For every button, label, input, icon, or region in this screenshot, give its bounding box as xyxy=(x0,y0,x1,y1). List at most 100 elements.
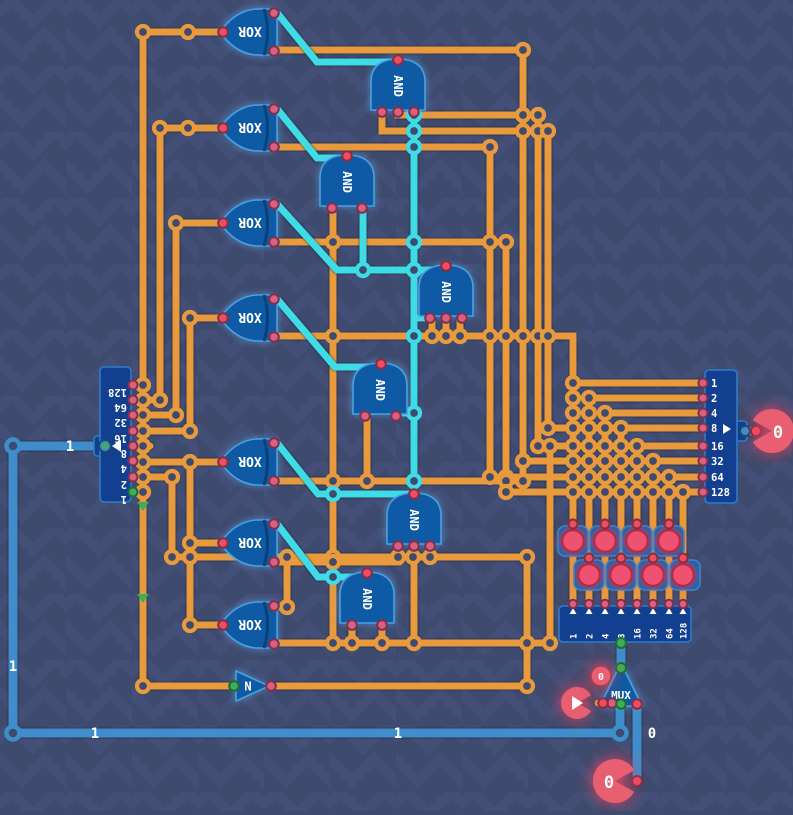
maker-bit-label: 16 xyxy=(634,628,644,639)
and-gate-6[interactable]: AND xyxy=(339,571,395,624)
maker-bit-label: 64 xyxy=(711,472,724,484)
bit-switch-1[interactable] xyxy=(557,525,589,557)
flow-arrow-icon xyxy=(137,502,149,511)
flow-arrow-icon xyxy=(137,594,149,603)
maker-bit-label: 128 xyxy=(680,623,690,639)
wire-junctions xyxy=(4,23,692,742)
byte-maker-right[interactable]: 1 2 4 8 16 32 64 128 xyxy=(704,369,748,504)
maker-bit-label: 1 xyxy=(711,378,717,390)
splitter-bit-label: 64 xyxy=(114,401,127,413)
bit-switch-8[interactable] xyxy=(605,559,637,591)
gate-label: XOR xyxy=(238,214,262,229)
and-gate-1[interactable]: AND xyxy=(370,58,426,111)
xor-gate-3[interactable]: XOR xyxy=(219,199,278,247)
and-gate-4[interactable]: AND xyxy=(352,362,408,415)
bit-switch-32[interactable] xyxy=(637,559,669,591)
gate-label: N xyxy=(244,680,251,694)
right-output-port[interactable]: 0 xyxy=(752,409,793,453)
pin-dots xyxy=(127,7,762,787)
maker-bit-label: 2 xyxy=(586,634,596,639)
port-direction-icon xyxy=(569,608,577,614)
wire-segment xyxy=(569,552,673,608)
splitter-bit-label: 8 xyxy=(121,447,127,459)
maker-bit-label: 32 xyxy=(650,628,660,639)
wire-segment xyxy=(8,441,625,738)
gate-label: XOR xyxy=(238,534,262,549)
gate-label: AND xyxy=(360,588,374,610)
wire-segment xyxy=(130,219,226,419)
maker-bit-label: 2 xyxy=(711,393,717,405)
wire-value: 1 xyxy=(66,439,74,455)
play-icon xyxy=(572,696,583,710)
bit-switch-128[interactable] xyxy=(669,559,701,591)
maker-bit-label: 4 xyxy=(602,633,612,639)
bit-switch-64[interactable] xyxy=(653,525,685,557)
bit-switch-2[interactable] xyxy=(573,559,605,591)
gate-label: AND xyxy=(407,509,421,531)
wire-segment xyxy=(274,10,401,66)
xor-gate-4[interactable]: XOR xyxy=(219,294,278,342)
gate-label: AND xyxy=(391,75,405,97)
maker-bit-label: 32 xyxy=(711,456,724,468)
xor-gate-6[interactable]: XOR xyxy=(219,519,278,567)
mux-component[interactable]: MUX xyxy=(598,661,644,707)
wire-value: 1 xyxy=(394,726,402,742)
wire-value: 1 xyxy=(91,726,99,742)
bit-switch-4[interactable] xyxy=(589,525,621,557)
port-direction-icon xyxy=(649,608,657,614)
output-value: 0 xyxy=(773,423,783,443)
wire-value: 0 xyxy=(648,726,656,742)
output-value: 0 xyxy=(604,773,614,793)
maker-bit-label: 1 xyxy=(570,634,580,639)
port-direction-icon xyxy=(723,424,731,434)
port-direction-icon xyxy=(665,608,673,614)
xor-gate-5[interactable]: XOR xyxy=(219,438,278,486)
port-direction-icon xyxy=(601,608,609,614)
gate-label: AND xyxy=(439,281,453,303)
gate-label: AND xyxy=(373,379,387,401)
xor-gate-2[interactable]: XOR xyxy=(219,104,278,152)
splitter-bit-label: 32 xyxy=(114,416,127,428)
wire-value: 1 xyxy=(9,659,17,675)
splitter-bit-label: 16 xyxy=(114,432,127,444)
maker-bit-label: 64 xyxy=(666,628,676,639)
maker-bit-label: 4 xyxy=(711,408,717,420)
wire-segment xyxy=(130,314,226,435)
bit-switch-16[interactable] xyxy=(621,525,653,557)
byte-splitter[interactable]: 128 64 32 16 8 4 2 1 xyxy=(93,366,132,505)
maker-bit-label: 128 xyxy=(711,487,730,499)
io-ports: 0 0 0 xyxy=(561,409,793,803)
switch-panel xyxy=(557,525,701,591)
gate-label: AND xyxy=(340,171,354,193)
byte-port-pin-state xyxy=(102,443,108,449)
mux-select-input-button[interactable] xyxy=(561,687,591,719)
splitter-bit-label: 1 xyxy=(121,493,127,505)
gate-label: XOR xyxy=(238,453,262,468)
port-direction-icon xyxy=(585,608,593,614)
splitter-bit-label: 2 xyxy=(121,478,127,490)
and-gate-2[interactable]: AND xyxy=(319,154,375,207)
gate-label: XOR xyxy=(238,309,262,324)
maker-bit-label: 8 xyxy=(618,634,628,639)
and-gate-5[interactable]: AND xyxy=(386,492,442,545)
maker-bit-label: 8 xyxy=(711,423,717,435)
and-gates: AND AND AND AND AND AND xyxy=(319,58,474,624)
and-gate-3[interactable]: AND xyxy=(418,264,474,317)
xor-gate-7[interactable]: XOR xyxy=(219,601,278,649)
port-direction-icon xyxy=(617,608,625,614)
maker-bit-label: 16 xyxy=(711,441,724,453)
wire-segment xyxy=(274,440,418,498)
indicator-value: 0 xyxy=(598,672,604,683)
xor-gate-1[interactable]: XOR xyxy=(219,8,278,56)
gate-label: XOR xyxy=(238,23,262,38)
byte-maker-bottom[interactable]: 1 2 4 8 16 32 64 128 xyxy=(558,605,692,643)
xor-gates: XOR XOR XOR XOR XOR XOR xyxy=(219,8,278,649)
signal-flow-arrows xyxy=(137,502,149,603)
mux-label: MUX xyxy=(611,689,631,702)
wire-value-labels: 1 1 1 1 0 xyxy=(9,439,656,742)
wire-segment xyxy=(585,586,687,608)
bottom-output-port[interactable]: 0 xyxy=(592,759,635,803)
gate-label: XOR xyxy=(238,119,262,134)
mux-value-indicator[interactable]: 0 xyxy=(590,665,612,687)
